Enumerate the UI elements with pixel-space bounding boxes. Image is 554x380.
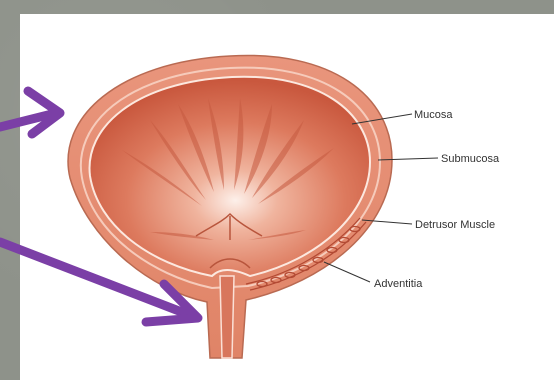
- submucosa-label: Submucosa: [441, 153, 500, 165]
- mucosa-label: Mucosa: [414, 109, 453, 121]
- adventitia-label: Adventitia: [374, 278, 423, 290]
- adventitia-leader: [324, 262, 370, 282]
- urethra: [220, 276, 234, 358]
- detrusor-muscle-label: Detrusor Muscle: [415, 219, 495, 231]
- pointer-arrow-top: [0, 91, 60, 134]
